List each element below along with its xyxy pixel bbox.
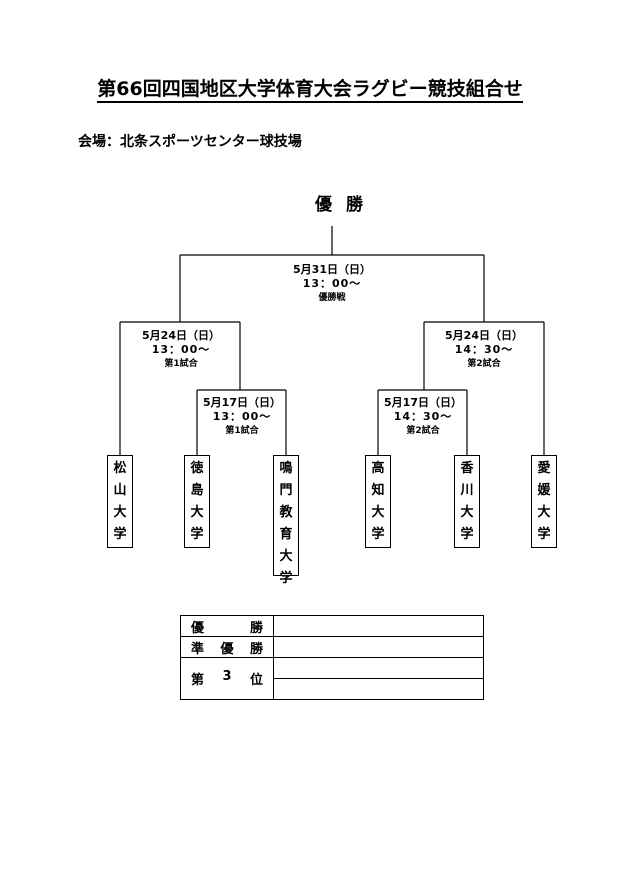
final-name: 優勝戦 <box>318 293 346 303</box>
semi2-time: 14：30～ <box>454 343 514 356</box>
final-date: 5月31日（日） <box>293 263 371 276</box>
winner-label: 優勝 <box>180 615 274 637</box>
runner-up-label: 準優勝 <box>180 636 274 658</box>
qf1-date: 5月17日（日） <box>203 396 281 409</box>
semi2-date: 5月24日（日） <box>445 329 523 342</box>
semi1-time: 13：00～ <box>151 343 211 356</box>
final-time: 13：00～ <box>302 277 362 290</box>
semi1-date: 5月24日（日） <box>142 329 220 342</box>
venue-label: 会場：北条スポーツセンター球技場 <box>78 134 302 150</box>
results-row-runner-up: 準優勝 <box>180 636 484 658</box>
semi2-match: 5月24日（日） 14：30～ 第2試合 <box>428 329 540 371</box>
qf1-name: 第1試合 <box>225 426 259 436</box>
team-box: 松山大学 <box>107 455 133 548</box>
team-box: 徳島大学 <box>184 455 210 548</box>
winner-field[interactable] <box>273 615 484 637</box>
semi1-match: 5月24日（日） 13：00～ 第1試合 <box>125 329 237 371</box>
results-row-winner: 優勝 <box>180 615 484 637</box>
qf1-match: 5月17日（日） 13：00～ 第1試合 <box>186 396 298 438</box>
qf2-date: 5月17日（日） <box>384 396 462 409</box>
team-box: 鳴門教育大学 <box>273 455 299 586</box>
results-row-third-2 <box>181 678 484 700</box>
final-match: 5月31日（日） 13：00～ 優勝戦 <box>272 263 392 305</box>
team-box: 愛媛大学 <box>531 455 557 548</box>
team-box: 香川大学 <box>454 455 480 548</box>
page-title: 第66回四国地区大学体育大会ラグビー競技組合せ <box>0 74 620 103</box>
qf2-match: 5月17日（日） 14：30～ 第2試合 <box>367 396 479 438</box>
team-box: 高知大学 <box>365 455 391 548</box>
runner-up-field[interactable] <box>273 636 484 658</box>
semi1-name: 第1試合 <box>164 359 198 369</box>
qf1-time: 13：00～ <box>212 410 272 423</box>
semi2-name: 第2試合 <box>467 359 501 369</box>
third-field-2[interactable] <box>273 678 484 700</box>
third-field-1[interactable] <box>273 657 484 679</box>
qf2-time: 14：30～ <box>393 410 453 423</box>
champion-label: 優勝 <box>315 195 377 215</box>
qf2-name: 第2試合 <box>406 426 440 436</box>
